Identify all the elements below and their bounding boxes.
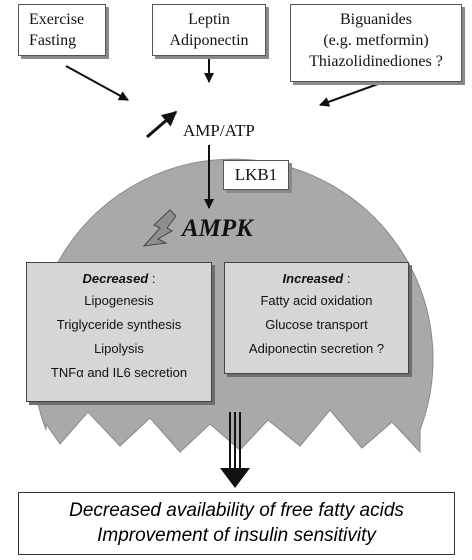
increased-item: Glucose transport <box>265 317 368 332</box>
increased-panel: Increased : Fatty acid oxidation Glucose… <box>224 262 409 374</box>
amp-atp-label: AMP/ATP <box>183 121 255 140</box>
biguanides-box: Biguanides (e.g. metformin) Thiazolidine… <box>290 4 462 82</box>
lkb1-box: LKB1 <box>223 160 289 190</box>
lightning-icon <box>142 209 177 247</box>
increased-item: Fatty acid oxidation <box>260 293 373 308</box>
exercise-fasting-box: Exercise Fasting <box>18 4 106 56</box>
increased-title: Increased : <box>282 271 351 286</box>
arrow-amp-increase <box>146 110 178 139</box>
result-line-1: Decreased availability of free fatty aci… <box>69 500 404 521</box>
decreased-title: Decreased : <box>82 271 156 286</box>
increased-item: Adiponectin secretion ? <box>248 341 385 356</box>
decreased-item: Lipogenesis <box>84 293 154 308</box>
decreased-panel: Decreased : Lipogenesis Triglyceride syn… <box>26 262 212 402</box>
arrow-exercise <box>65 65 129 101</box>
fasting-label: Fasting <box>29 32 77 49</box>
decreased-item: TNFα and IL6 secretion <box>50 365 188 380</box>
ampk-label: AMPK <box>182 215 253 242</box>
metformin-label: (e.g. metformin) <box>323 32 429 49</box>
arrow-biguanides <box>319 83 379 107</box>
decreased-item: Lipolysis <box>94 341 144 356</box>
result-box: Decreased availability of free fatty aci… <box>18 492 455 555</box>
biguanides-label: Biguanides <box>340 11 412 28</box>
triple-arrow-down <box>220 412 250 488</box>
adiponectin-label: Adiponectin <box>169 32 249 49</box>
exercise-label: Exercise <box>29 11 85 28</box>
thiazolidinediones-label: Thiazolidinediones ? <box>309 53 443 70</box>
leptin-label: Leptin <box>188 11 230 28</box>
result-line-2: Improvement of insulin sensitivity <box>97 525 376 546</box>
leptin-adiponectin-box: Leptin Adiponectin <box>152 4 266 56</box>
decreased-item: Triglyceride synthesis <box>56 317 182 332</box>
